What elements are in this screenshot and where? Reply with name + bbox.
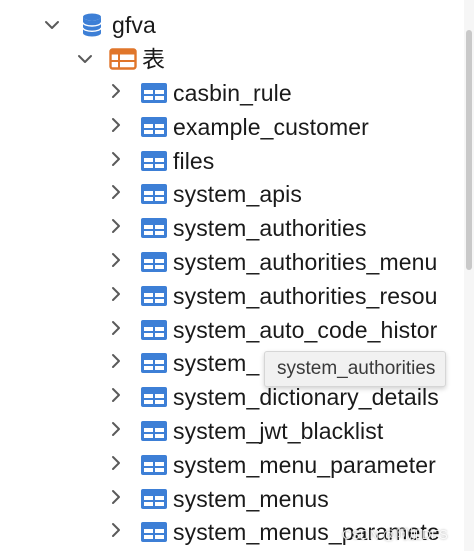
table-label: system_auto_code_histor bbox=[173, 316, 438, 343]
tree-row-table-group[interactable]: 表 bbox=[0, 42, 474, 76]
chevron-right-icon[interactable] bbox=[108, 117, 124, 133]
chevron-right-icon[interactable] bbox=[108, 489, 124, 505]
tree-row-database[interactable]: gfva bbox=[0, 8, 474, 42]
table-icon bbox=[141, 522, 167, 543]
chevron-right-icon[interactable] bbox=[108, 455, 124, 471]
table-label: system_menus_paramete bbox=[173, 519, 440, 546]
vertical-scrollbar[interactable] bbox=[464, 0, 474, 551]
table-label: system_jwt_blacklist bbox=[173, 418, 384, 444]
table-row[interactable]: system_menu_parameter bbox=[0, 448, 474, 482]
chevron-right-icon[interactable] bbox=[108, 353, 124, 369]
table-icon bbox=[141, 184, 167, 205]
table-label: system_dictionary_details bbox=[173, 384, 439, 411]
scrollbar-thumb[interactable] bbox=[466, 30, 472, 270]
table-label: system_authorities_menu bbox=[173, 249, 438, 275]
table-icon bbox=[141, 488, 167, 509]
chevron-right-icon[interactable] bbox=[108, 421, 124, 437]
table-icon bbox=[141, 319, 167, 340]
chevron-right-icon[interactable] bbox=[108, 387, 124, 403]
table-label: example_customer bbox=[173, 113, 369, 140]
watermark: CSDN @阿加DFS bbox=[342, 527, 448, 542]
chevron-right-icon[interactable] bbox=[108, 522, 124, 538]
table-row[interactable]: system_authorities_resou bbox=[0, 279, 474, 313]
chevron-right-icon[interactable] bbox=[108, 286, 124, 302]
table-icon bbox=[141, 116, 167, 137]
tooltip: system_authorities bbox=[264, 351, 447, 387]
table-row[interactable]: system_ bbox=[0, 346, 474, 380]
chevron-down-icon[interactable] bbox=[77, 51, 93, 67]
table-icon bbox=[141, 150, 167, 171]
chevron-right-icon[interactable] bbox=[108, 252, 124, 268]
table-icon bbox=[141, 454, 167, 475]
table-icon bbox=[141, 421, 167, 441]
table-row[interactable]: system_menus_paramete bbox=[0, 515, 474, 549]
table-label: files bbox=[173, 147, 215, 174]
chevron-right-icon[interactable] bbox=[108, 83, 124, 99]
table-icon bbox=[141, 83, 167, 103]
table-icon bbox=[141, 353, 167, 374]
table-icon bbox=[141, 252, 167, 272]
folder-table-icon bbox=[109, 48, 137, 70]
chevron-right-icon[interactable] bbox=[108, 184, 124, 200]
table-row[interactable]: system_authorities_menu bbox=[0, 245, 474, 279]
table-label: system_menu_parameter bbox=[173, 451, 436, 478]
table-row[interactable]: system_jwt_blacklist bbox=[0, 414, 474, 448]
table-label: system_ bbox=[173, 350, 260, 377]
chevron-down-icon[interactable] bbox=[44, 17, 60, 33]
table-row[interactable]: casbin_rule bbox=[0, 76, 474, 110]
table-row[interactable]: system_auto_code_histor bbox=[0, 313, 474, 347]
table-icon bbox=[141, 387, 167, 408]
table-row[interactable]: example_customer bbox=[0, 110, 474, 144]
table-row[interactable]: system_apis bbox=[0, 177, 474, 211]
table-label: system_authorities bbox=[173, 215, 367, 242]
table-label: system_apis bbox=[173, 181, 302, 208]
group-label: 表 bbox=[142, 46, 166, 72]
table-icon bbox=[141, 218, 167, 239]
table-label: system_menus bbox=[173, 485, 329, 512]
database-label: gfva bbox=[112, 12, 156, 38]
table-row[interactable]: system_dictionary_details bbox=[0, 380, 474, 414]
table-label: system_authorities_resou bbox=[173, 282, 438, 309]
table-icon bbox=[141, 285, 167, 306]
table-row[interactable]: system_authorities bbox=[0, 211, 474, 245]
chevron-right-icon[interactable] bbox=[108, 151, 124, 167]
chevron-right-icon[interactable] bbox=[108, 218, 124, 234]
table-label: casbin_rule bbox=[173, 80, 292, 106]
table-row[interactable]: files bbox=[0, 144, 474, 178]
database-icon bbox=[81, 12, 103, 38]
table-row[interactable]: system_menus bbox=[0, 482, 474, 516]
chevron-right-icon[interactable] bbox=[108, 320, 124, 336]
